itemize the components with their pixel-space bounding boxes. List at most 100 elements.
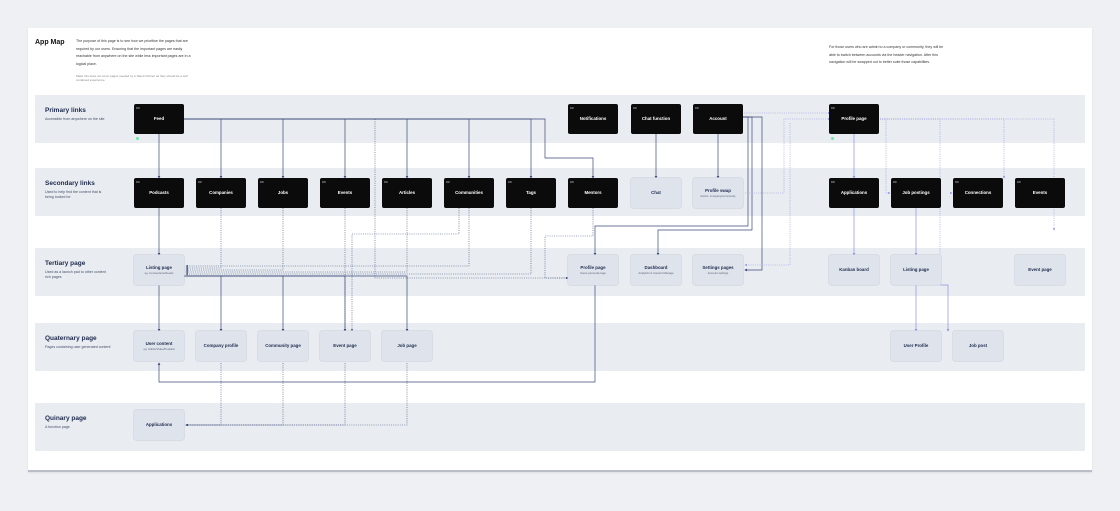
node-profile-page-admin[interactable]: ••• Profile page [829,104,879,134]
node-label: Applications [145,422,173,427]
menu-dots-icon: ••• [198,179,202,184]
node-label: Notifications [579,116,607,121]
start-marker-icon [136,137,139,140]
menu-dots-icon: ••• [384,179,388,184]
node-job-postings[interactable]: ••• Job postings [891,178,941,208]
node-applications-admin[interactable]: ••• Applications [829,178,879,208]
menu-dots-icon: ••• [831,179,835,184]
node-chat[interactable]: Chat [631,178,681,208]
node-job-post-admin[interactable]: Job post [953,331,1003,361]
node-user-content[interactable]: User content eg. Article/Video/Podcast [134,331,184,361]
node-events[interactable]: ••• Events [320,178,370,208]
node-label: Applications [840,190,868,195]
node-label: Kanban board [839,267,869,272]
node-label: Community page [265,343,301,348]
node-jobs[interactable]: ••• Jobs [258,178,308,208]
menu-dots-icon: ••• [893,179,897,184]
menu-dots-icon: ••• [136,179,140,184]
node-connections[interactable]: ••• Connections [953,178,1003,208]
band-description: Accessible from anywhere on the site [45,117,105,121]
node-label: Communities [455,190,483,195]
band-title: Quinary page [45,415,87,422]
node-label: Settings pages [702,265,734,270]
node-label: Events [1032,190,1048,195]
node-notifications[interactable]: ••• Notifications [568,104,618,134]
node-companies[interactable]: ••• Companies [196,178,246,208]
node-settings-pages[interactable]: Settings pages Account settings [693,255,743,285]
band-title: Primary links [45,107,86,114]
node-event-page-admin[interactable]: Event page [1015,255,1065,285]
node-tags[interactable]: ••• Tags [506,178,556,208]
node-label: Company profile [203,343,239,348]
node-profile-page[interactable]: Profile page Users personal page [568,255,618,285]
node-kanban-board[interactable]: Kanban board [829,255,879,285]
node-listing-page[interactable]: Listing page eg. Connections/Feeds [134,255,184,285]
node-label: Profile swap [705,188,731,193]
node-label: Event page [1028,267,1052,272]
node-community-page[interactable]: Community page [258,331,308,361]
menu-dots-icon: ••• [695,105,699,110]
node-articles[interactable]: ••• Articles [382,178,432,208]
node-mentors[interactable]: ••• Mentors [568,178,618,208]
node-job-page[interactable]: Job page [382,331,432,361]
menu-dots-icon: ••• [322,179,326,184]
menu-dots-icon: ••• [570,179,574,184]
node-listing-page-admin[interactable]: Listing page [891,255,941,285]
menu-dots-icon: ••• [1017,179,1021,184]
node-label: Chat [651,190,661,195]
menu-dots-icon: ••• [633,105,637,110]
node-label: Listing page [903,267,929,272]
node-podcasts[interactable]: ••• Podcasts [134,178,184,208]
node-user-profile-admin[interactable]: User Profile [891,331,941,361]
node-label: Event page [333,343,357,348]
band-title: Tertiary page [45,260,86,267]
node-profile-swap[interactable]: Profile swap Admin: company/community [693,178,743,208]
node-sublabel: Admin: company/community [700,194,736,198]
band-quinary-page: Quinary page A function page [35,403,1085,451]
band-primary-links: Primary links Accessible from anywhere o… [35,95,1085,143]
node-label: Listing page [146,265,172,270]
node-label: Jobs [277,190,289,195]
node-sublabel: eg. Article/Video/Podcast [143,347,175,351]
node-chat-function[interactable]: ••• Chat function [631,104,681,134]
node-sublabel: Account settings [707,271,729,275]
node-feed[interactable]: ••• Feed [134,104,184,134]
menu-dots-icon: ••• [508,179,512,184]
band-title: Secondary links [45,180,95,187]
node-label: User Profile [903,343,929,348]
band-description: Used as a launch pad to other content ri… [45,270,106,279]
node-label: Companies [209,190,233,195]
node-label: Job postings [902,190,930,195]
band-title: Quaternary page [45,335,97,342]
intro-text: The purpose of this page is to see how w… [76,39,191,66]
menu-dots-icon: ••• [955,179,959,184]
node-label: Articles [398,190,416,195]
node-label: Chat function [641,116,671,121]
node-events-admin[interactable]: ••• Events [1015,178,1065,208]
menu-dots-icon: ••• [136,105,140,110]
menu-dots-icon: ••• [831,105,835,110]
page-title: App Map [35,39,65,46]
node-label: Mentors [584,190,602,195]
node-applications[interactable]: Applications [134,410,184,440]
node-label: Job page [397,343,417,348]
node-account[interactable]: ••• Account [693,104,743,134]
node-label: Account [709,116,727,121]
node-sublabel: Users personal page [580,271,606,275]
node-label: Job post [968,343,988,348]
node-label: Profile page [580,265,606,270]
node-company-profile[interactable]: Company profile [196,331,246,361]
node-sublabel: eg. Connections/Feeds [144,271,174,275]
node-label: Dashboard [644,265,668,270]
node-event-page[interactable]: Event page [320,331,370,361]
node-label: Feed [153,116,165,121]
band-description: A function page [45,425,70,429]
node-label: Connections [964,190,992,195]
start-marker-icon [831,137,834,140]
node-dashboard[interactable]: Dashboard Analytics & Content Manage [631,255,681,285]
admin-note: For those users who are admin to a compa… [829,45,944,64]
node-label: User content [145,341,173,346]
node-label: Profile page [841,116,867,121]
node-communities[interactable]: ••• Communities [444,178,494,208]
node-label: Events [337,190,353,195]
